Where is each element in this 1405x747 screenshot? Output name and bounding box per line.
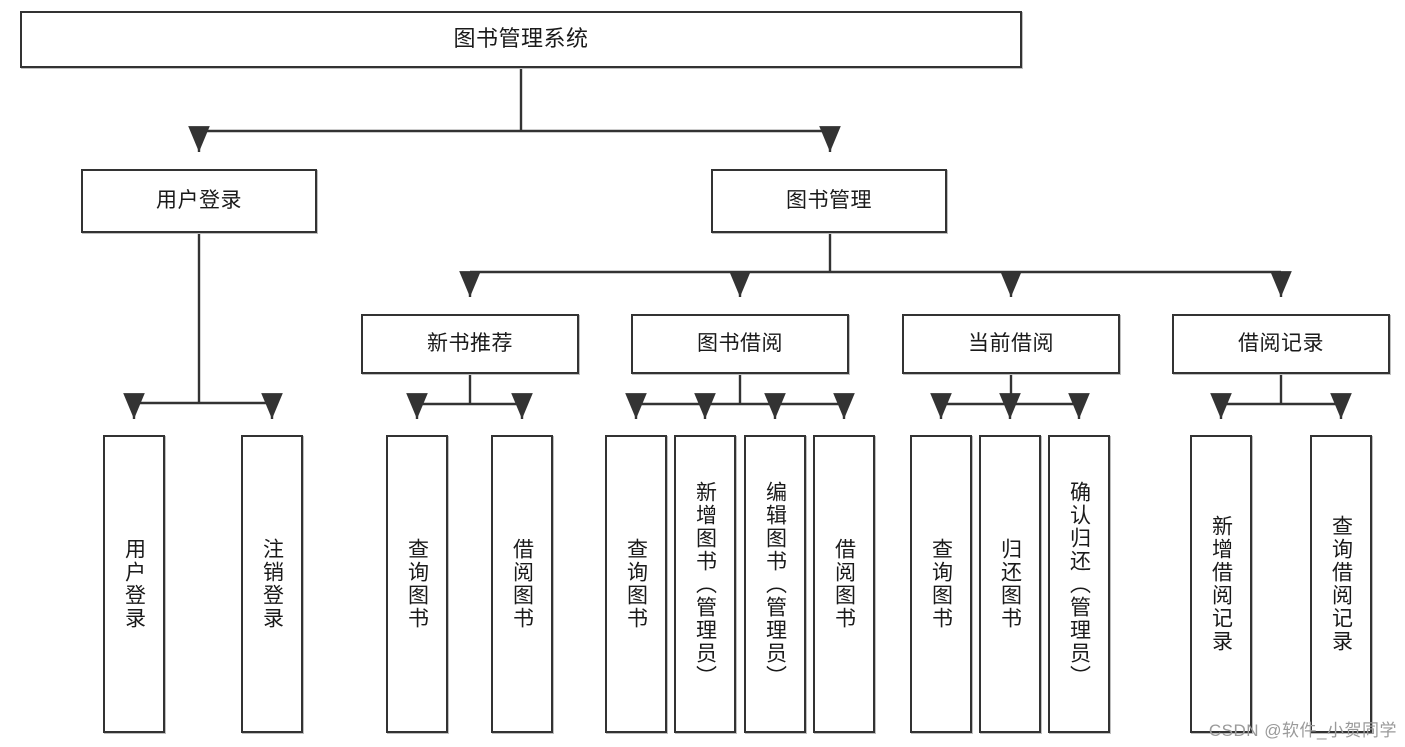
node-root[interactable]: 图书管理系统 (20, 11, 1022, 68)
node-current-borrow[interactable]: 当前借阅 (902, 314, 1120, 374)
node-leaf-add-book-label: 新增图书（管理员） (693, 480, 717, 688)
node-user-login[interactable]: 用户登录 (81, 169, 317, 233)
node-current-borrow-label: 当前借阅 (968, 332, 1054, 356)
node-root-label: 图书管理系统 (453, 26, 589, 52)
node-leaf-add-book[interactable]: 新增图书（管理员） (674, 435, 736, 733)
node-leaf-query-book-2-label: 查询图书 (624, 538, 648, 630)
node-leaf-user-login[interactable]: 用户登录 (103, 435, 165, 733)
node-new-book-recommend-label: 新书推荐 (427, 332, 513, 356)
node-book-borrow-label: 图书借阅 (697, 332, 783, 356)
node-leaf-borrow-book-2-label: 借阅图书 (832, 538, 856, 630)
node-leaf-logout-login-label: 注销登录 (260, 538, 284, 630)
node-leaf-confirm-return[interactable]: 确认归还（管理员） (1048, 435, 1110, 733)
node-leaf-confirm-return-label: 确认归还（管理员） (1067, 480, 1091, 688)
node-leaf-query-book-1-label: 查询图书 (405, 538, 429, 630)
node-leaf-add-record-label: 新增借阅记录 (1209, 515, 1233, 653)
node-leaf-query-record[interactable]: 查询借阅记录 (1310, 435, 1372, 733)
node-leaf-user-login-label: 用户登录 (122, 538, 146, 630)
node-book-management-label: 图书管理 (786, 189, 872, 213)
node-leaf-query-book-2[interactable]: 查询图书 (605, 435, 667, 733)
node-leaf-edit-book[interactable]: 编辑图书（管理员） (744, 435, 806, 733)
node-leaf-borrow-book-2[interactable]: 借阅图书 (813, 435, 875, 733)
node-book-management[interactable]: 图书管理 (711, 169, 947, 233)
node-leaf-query-record-label: 查询借阅记录 (1329, 515, 1353, 653)
node-new-book-recommend[interactable]: 新书推荐 (361, 314, 579, 374)
node-leaf-query-book-1[interactable]: 查询图书 (386, 435, 448, 733)
node-book-borrow[interactable]: 图书借阅 (631, 314, 849, 374)
node-leaf-query-book-3-label: 查询图书 (929, 538, 953, 630)
node-leaf-add-record[interactable]: 新增借阅记录 (1190, 435, 1252, 733)
node-leaf-return-book-label: 归还图书 (998, 538, 1022, 630)
node-user-login-label: 用户登录 (156, 189, 242, 213)
node-leaf-borrow-book-1-label: 借阅图书 (510, 538, 534, 630)
node-borrow-record-label: 借阅记录 (1238, 332, 1324, 356)
node-leaf-borrow-book-1[interactable]: 借阅图书 (491, 435, 553, 733)
node-leaf-edit-book-label: 编辑图书（管理员） (763, 480, 787, 688)
watermark-text: CSDN @软件_小贺同学 (1208, 721, 1397, 740)
node-borrow-record[interactable]: 借阅记录 (1172, 314, 1390, 374)
node-leaf-logout-login[interactable]: 注销登录 (241, 435, 303, 733)
node-leaf-return-book[interactable]: 归还图书 (979, 435, 1041, 733)
node-leaf-query-book-3[interactable]: 查询图书 (910, 435, 972, 733)
